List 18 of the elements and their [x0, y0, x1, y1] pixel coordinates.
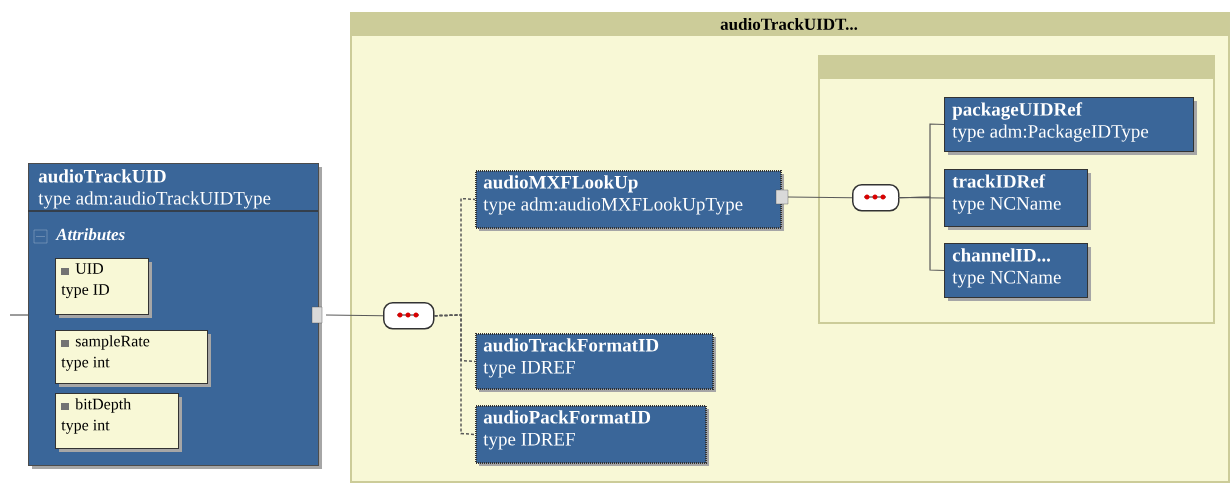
element-box: audioMXFLookUp type adm:audioMXFLookUpType: [475, 170, 784, 231]
connector-line: [9, 314, 29, 316]
element-box: audioTrackFormatID type IDREF: [475, 333, 716, 392]
attribute-box: bitDepth type int: [55, 393, 182, 452]
connector-line: [325, 314, 384, 317]
section-heading: Attributes: [55, 228, 125, 241]
element-box: channelID... type NCName: [944, 243, 1091, 301]
connector-line: [433, 314, 476, 436]
connector-line: [897, 196, 945, 199]
sequence-symbol: [383, 302, 435, 330]
attribute-box: UID type ID: [55, 258, 152, 318]
element-box: packageUIDRef type adm:PackageIDType: [944, 97, 1197, 155]
sequence-symbol: [852, 184, 900, 212]
connector-line: [787, 196, 853, 199]
element-box: trackIDRef type NCName: [944, 169, 1091, 230]
element-box: audioPackFormatID type IDREF: [475, 405, 709, 466]
connector-line: [898, 196, 945, 272]
attribute-box: sampleRate type int: [55, 330, 211, 387]
